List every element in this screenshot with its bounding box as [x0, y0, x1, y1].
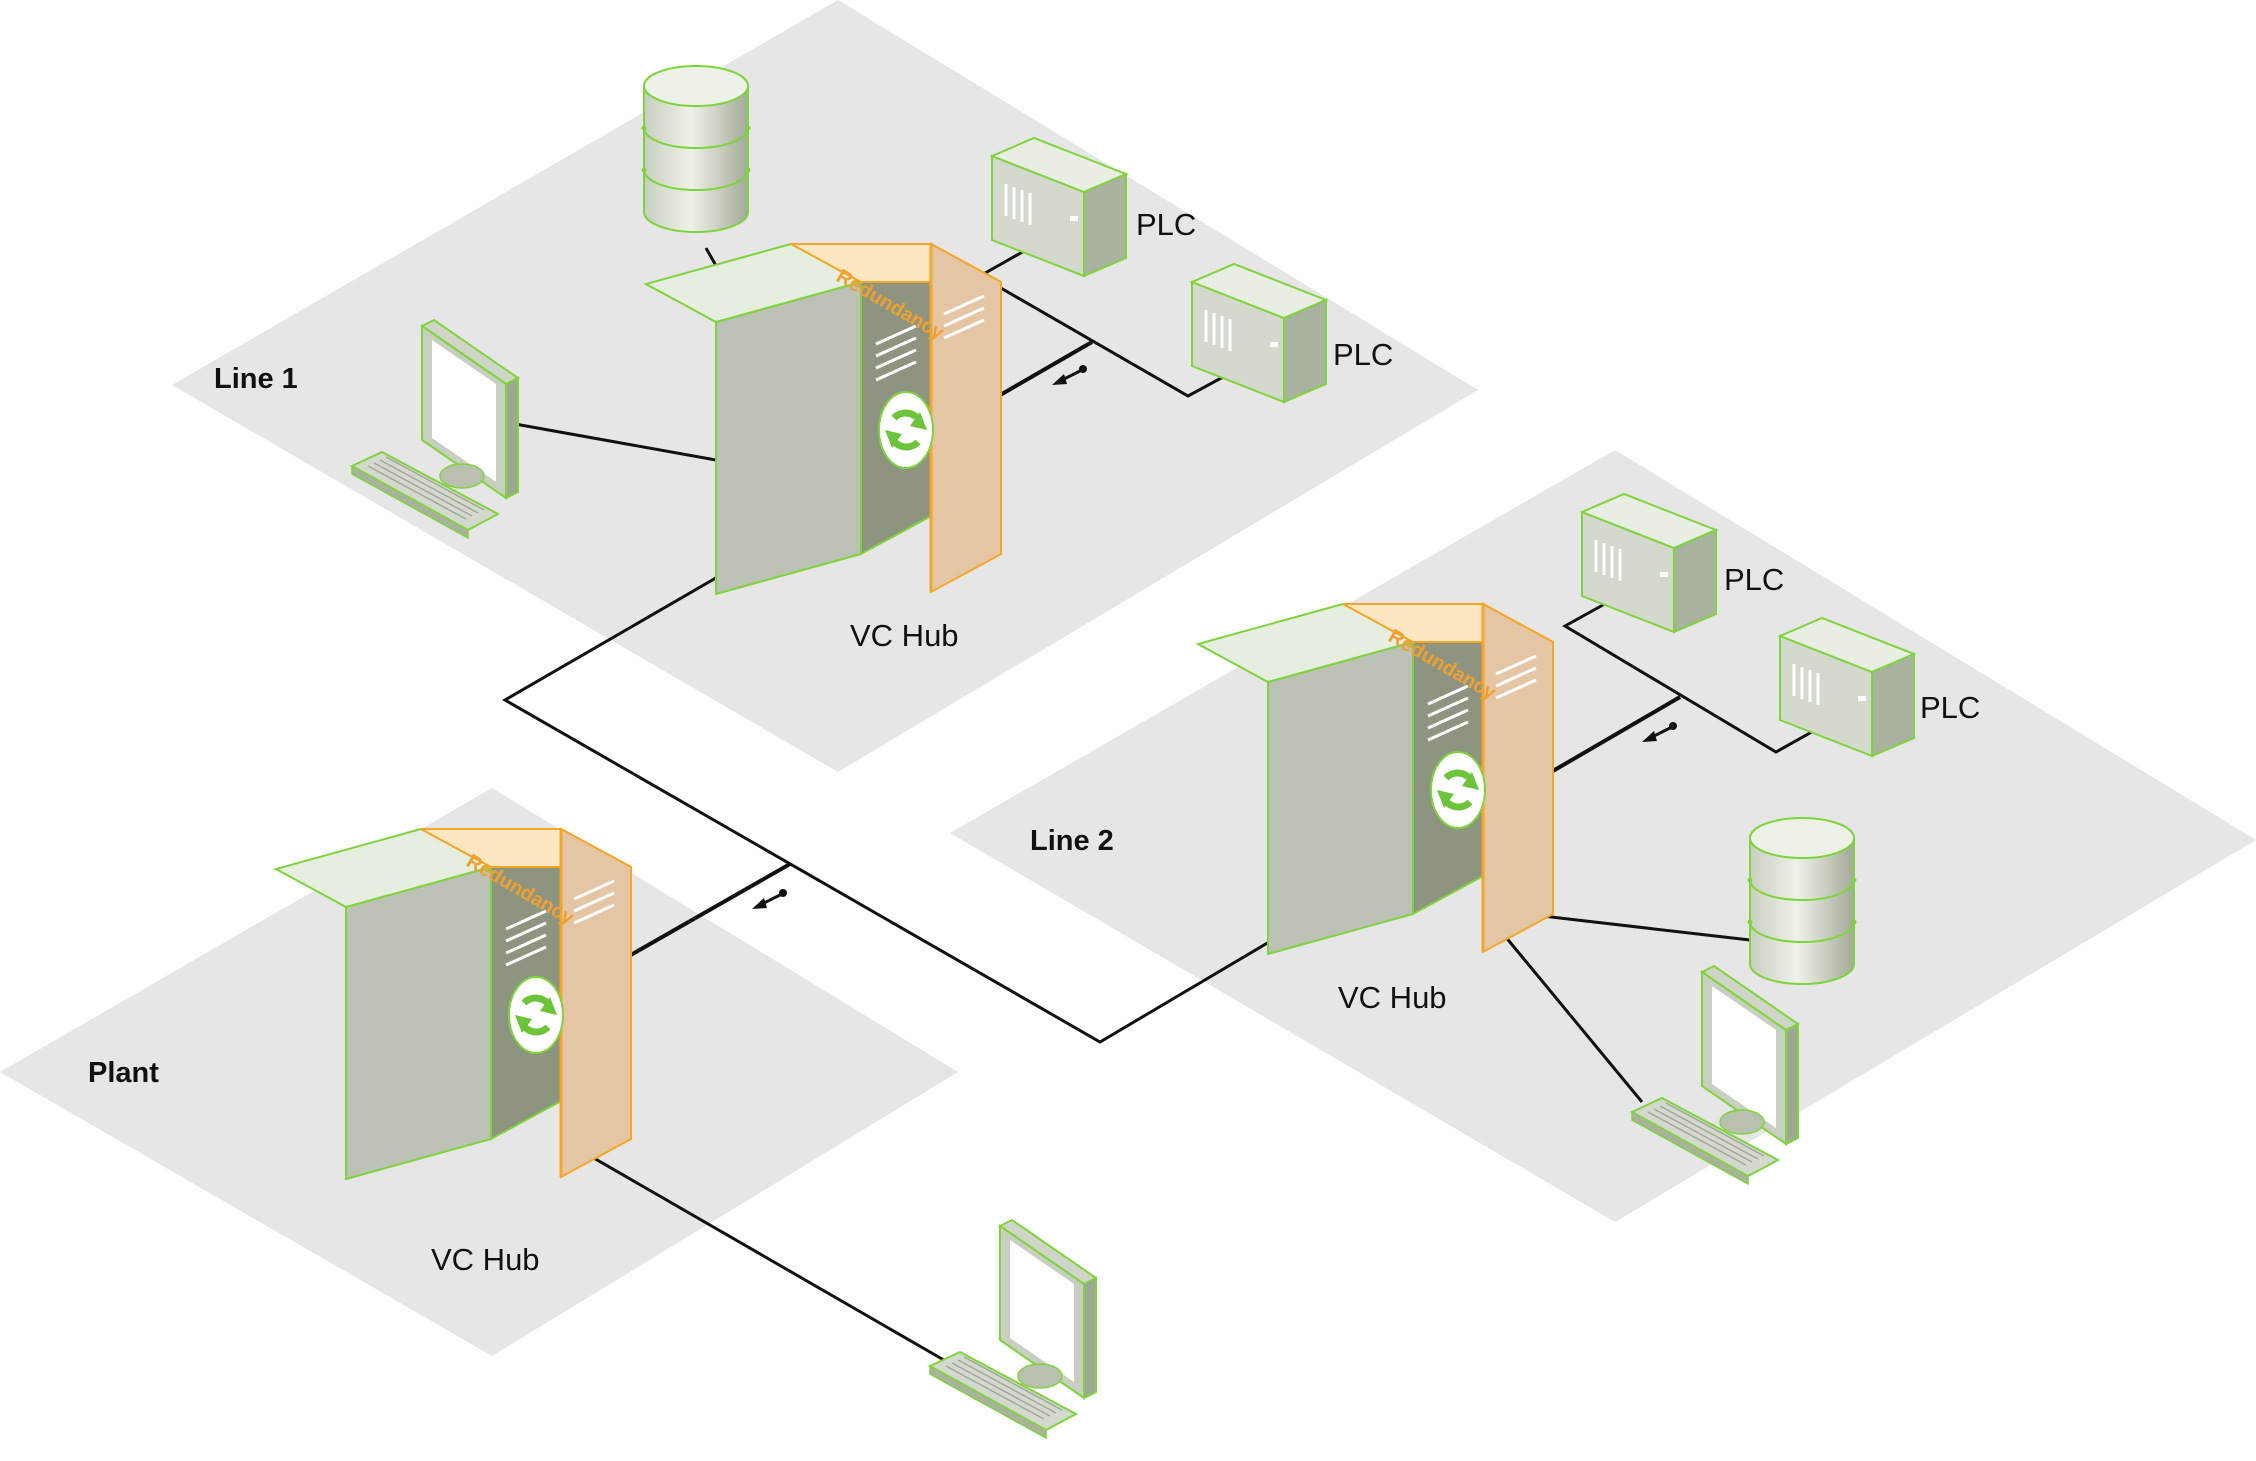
plc-label: PLC — [1920, 690, 1980, 725]
zone-label-line2: Line 2 — [1030, 825, 1114, 857]
hub-label: VC Hub — [850, 618, 959, 653]
plc-label: PLC — [1333, 337, 1393, 372]
zone-label-plant: Plant — [88, 1057, 159, 1089]
database-icon — [1746, 817, 1858, 985]
database-icon — [640, 65, 752, 233]
zone-line2-floor — [950, 450, 2256, 1222]
plc-label: PLC — [1724, 562, 1784, 597]
plc-label: PLC — [1136, 207, 1196, 242]
hub-label: VC Hub — [1338, 980, 1447, 1015]
arrow-icon — [750, 887, 789, 911]
hub-label: VC Hub — [431, 1242, 540, 1277]
workstation-icon — [929, 1219, 1097, 1439]
zone-label-line1: Line 1 — [214, 363, 298, 395]
